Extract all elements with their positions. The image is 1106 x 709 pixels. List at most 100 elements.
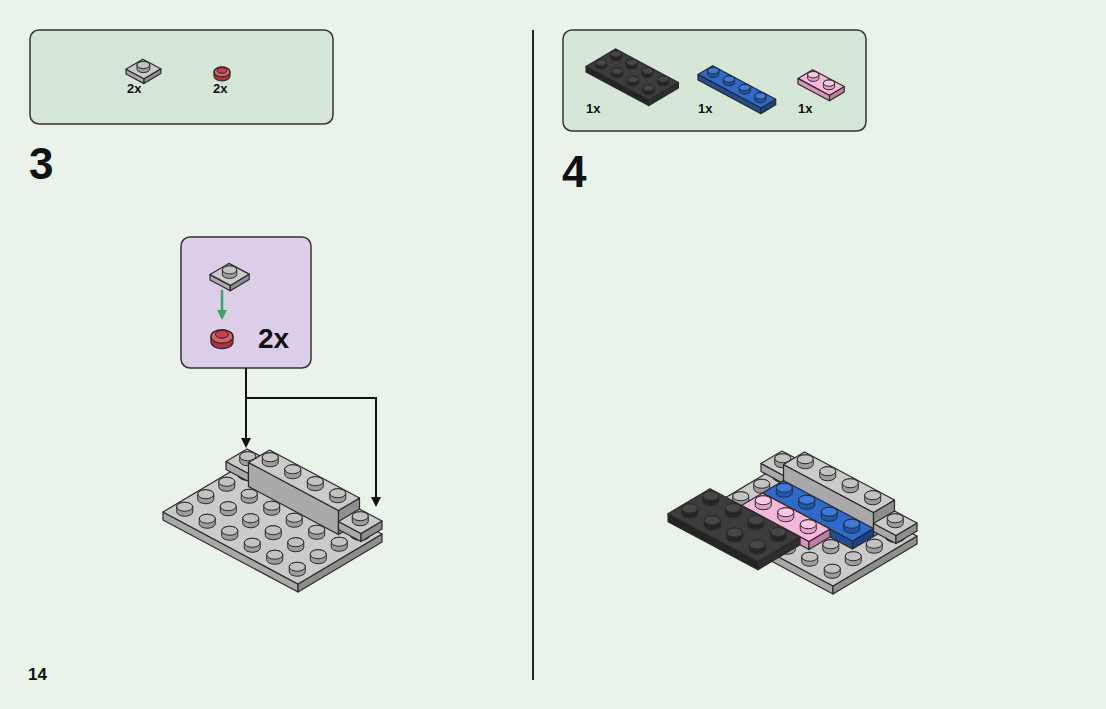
stud <box>755 93 766 103</box>
stud <box>611 68 622 74</box>
stud <box>307 477 323 486</box>
stud <box>198 490 214 504</box>
stud <box>262 453 278 462</box>
stud <box>778 508 794 517</box>
stud <box>823 540 839 554</box>
stud <box>887 514 903 523</box>
stud <box>733 492 749 501</box>
brick-face <box>784 452 895 513</box>
stud <box>739 84 750 90</box>
stud <box>704 516 720 525</box>
stud <box>727 528 743 537</box>
stud <box>309 525 325 539</box>
stud <box>177 502 193 516</box>
round-plate <box>217 68 227 74</box>
quantity-label: 2x <box>258 325 289 353</box>
stud <box>723 76 734 82</box>
round-plate <box>211 330 233 349</box>
quantity-label: 1x <box>586 102 600 115</box>
stud <box>285 465 301 479</box>
stud <box>244 538 260 547</box>
stud <box>643 85 654 95</box>
stud <box>865 491 881 500</box>
stud <box>610 51 621 61</box>
stud <box>802 552 818 561</box>
stud <box>799 495 815 504</box>
stud <box>703 491 719 500</box>
stud <box>704 516 720 530</box>
stud <box>222 266 236 274</box>
stud <box>199 514 215 528</box>
stud <box>222 266 236 279</box>
stud <box>243 514 259 523</box>
stud <box>642 68 653 74</box>
stud <box>749 540 765 554</box>
stud <box>626 59 637 69</box>
stud <box>725 503 741 517</box>
round-plate <box>215 330 228 338</box>
stud <box>198 490 214 499</box>
page-number: 14 <box>28 666 47 683</box>
stud <box>755 496 771 505</box>
stud <box>842 479 858 488</box>
stud <box>286 513 302 527</box>
brick-face <box>874 511 918 536</box>
stud <box>286 513 302 522</box>
brick-face <box>798 70 844 96</box>
stud <box>823 80 834 90</box>
stud <box>808 72 819 78</box>
stud <box>866 539 882 548</box>
stud <box>824 564 840 573</box>
stud <box>289 562 305 576</box>
brick-face <box>249 450 360 511</box>
stud <box>219 477 235 491</box>
stud <box>749 540 765 549</box>
stud <box>610 51 621 57</box>
stud <box>824 564 840 578</box>
stud <box>845 552 861 561</box>
stud <box>310 550 326 564</box>
stud <box>820 467 836 481</box>
stud <box>241 489 257 498</box>
stud <box>842 479 858 493</box>
stud <box>708 68 719 74</box>
stud <box>330 489 346 498</box>
stud <box>770 527 786 541</box>
stud <box>800 520 816 529</box>
stud <box>802 552 818 566</box>
stud <box>755 93 766 99</box>
quantity-label: 1x <box>698 102 712 115</box>
stud <box>658 76 669 86</box>
stud <box>627 76 638 82</box>
stud <box>845 552 861 566</box>
stud <box>596 60 607 70</box>
stud <box>844 519 860 528</box>
stud <box>739 84 750 94</box>
stud <box>642 68 653 78</box>
brick-face <box>339 509 383 534</box>
stud <box>820 467 836 476</box>
stud <box>265 526 281 540</box>
stud <box>288 538 304 552</box>
stud <box>310 550 326 559</box>
brick-face <box>210 263 249 285</box>
stud <box>331 537 347 551</box>
stud <box>285 465 301 474</box>
brick-face <box>126 59 161 79</box>
stud <box>262 453 278 467</box>
stud <box>137 61 150 72</box>
stud <box>331 537 347 546</box>
stud <box>352 512 368 526</box>
stud <box>220 502 236 511</box>
parts-panel <box>30 30 333 124</box>
stud <box>844 519 860 533</box>
stud <box>748 515 764 524</box>
stud <box>267 550 283 559</box>
stud <box>703 491 719 505</box>
stud <box>754 479 770 488</box>
stud <box>821 507 837 521</box>
stud <box>725 503 741 512</box>
stud <box>748 515 764 529</box>
stud <box>799 495 815 509</box>
